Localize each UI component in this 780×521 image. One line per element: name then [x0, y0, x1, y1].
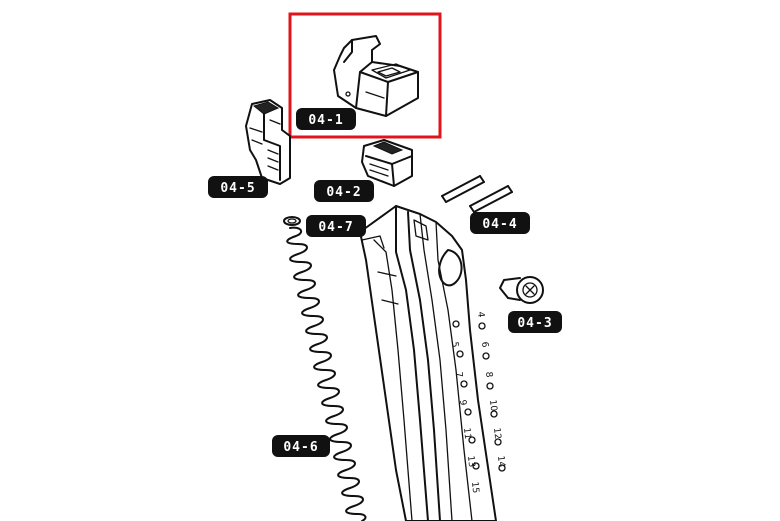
scale-number: 11 [461, 427, 472, 439]
label-04-1: 04-1 [296, 108, 356, 130]
magazine-scale-holes-left [452, 320, 480, 470]
label-04-2: 04-2 [314, 180, 374, 202]
part-04-7-washer[interactable] [283, 216, 301, 226]
highlight-box [288, 12, 442, 139]
scale-number: 10 [487, 399, 498, 412]
svg-text:04-6: 04-6 [283, 440, 318, 455]
part-04-2-block[interactable] [361, 139, 413, 187]
part-04-4-pins[interactable] [441, 175, 513, 213]
magazine-scale-holes-right [478, 322, 506, 472]
magazine-scale-numbers-left: 5 7 9 11 13 15 [449, 341, 480, 493]
scale-number: 8 [483, 371, 494, 378]
scale-number: 12 [491, 427, 502, 439]
scale-number: 4 [475, 311, 486, 318]
part-04-5-plate[interactable] [245, 99, 291, 185]
scale-number: 6 [479, 341, 490, 348]
scale-number: 9 [457, 399, 468, 406]
part-04-6-spring[interactable] [286, 226, 367, 521]
svg-text:04-4: 04-4 [482, 217, 517, 232]
scale-number: 13 [465, 455, 476, 467]
magazine-scale-numbers-right: 4 6 8 10 12 14 [475, 311, 506, 468]
label-04-3: 04-3 [508, 311, 562, 333]
magazine-body[interactable]: 5 7 9 11 13 15 4 6 8 10 12 14 [359, 205, 506, 521]
svg-text:04-3: 04-3 [517, 316, 552, 331]
scale-number: 7 [453, 371, 464, 378]
svg-text:04-5: 04-5 [220, 181, 255, 196]
part-04-3-screw[interactable] [499, 276, 544, 304]
scale-number: 5 [449, 341, 460, 348]
label-04-7: 04-7 [306, 215, 366, 237]
scale-number: 14 [495, 455, 506, 468]
label-04-5: 04-5 [208, 176, 268, 198]
svg-text:04-1: 04-1 [308, 113, 343, 128]
label-04-4: 04-4 [470, 212, 530, 234]
svg-text:04-7: 04-7 [318, 220, 353, 235]
part-04-1-follower[interactable] [333, 35, 419, 117]
svg-text:04-2: 04-2 [326, 185, 361, 200]
label-04-6: 04-6 [272, 435, 330, 457]
scale-number: 15 [469, 481, 480, 493]
